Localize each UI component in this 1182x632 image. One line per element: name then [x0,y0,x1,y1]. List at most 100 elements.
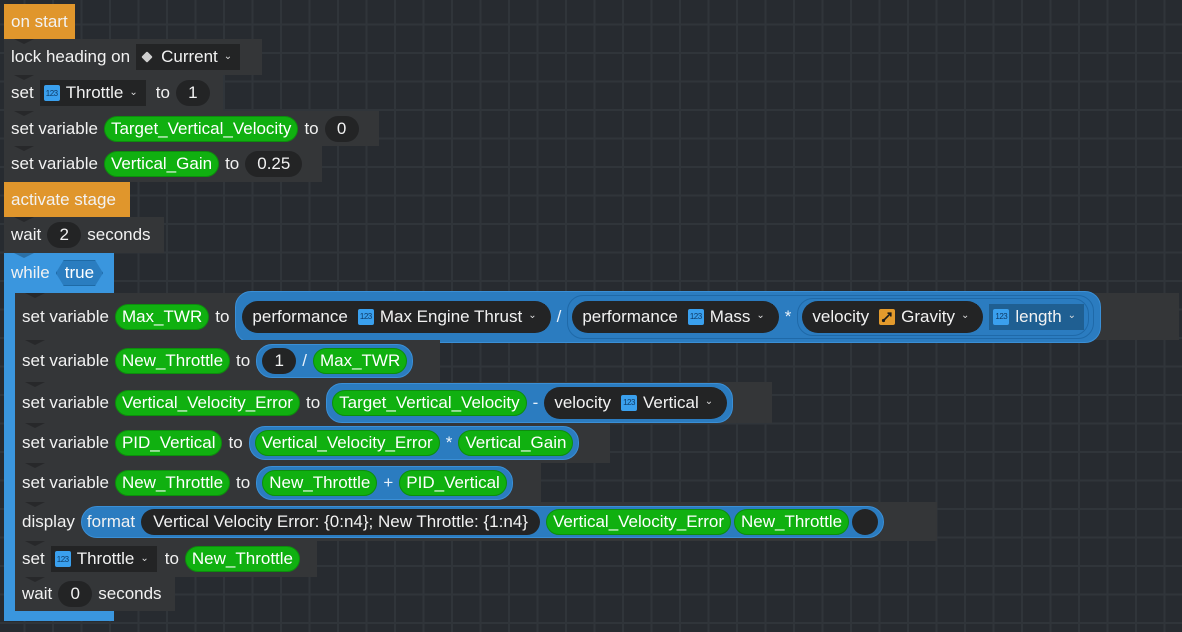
condition-true[interactable]: true [56,260,103,286]
variable-vertical-velocity-error[interactable]: Vertical_Velocity_Error [114,389,300,416]
variable-vertical-velocity-error[interactable]: Vertical_Velocity_Error [545,508,731,535]
wait-value-input[interactable]: 2 [47,222,82,248]
variable-new-throttle[interactable]: New_Throttle [114,469,231,496]
vector-arrow-icon [879,308,896,325]
throttle-dropdown[interactable]: 123 Throttle ⌄ [39,80,146,106]
display-block[interactable]: display format Vertical Velocity Error: … [15,502,937,541]
lock-heading-label: lock heading on [11,47,131,66]
add-expression[interactable]: New_Throttle + PID_Vertical [256,465,513,500]
activate-stage-block[interactable]: activate stage [4,182,130,217]
divide-operator: / [556,306,562,326]
variable-max-twr[interactable]: Max_TWR [312,348,408,374]
sensor-label: performance [582,306,678,326]
variable-vertical-gain[interactable]: Vertical_Gain [458,430,574,456]
wait-label: wait [22,584,53,603]
while-block[interactable]: while true [4,253,114,293]
numerator-input[interactable]: 1 [262,348,297,374]
mass-dropdown[interactable]: 123 Mass ⌄ [683,303,773,330]
123-number-icon: 123 [687,308,704,325]
set-vertical-velocity-error-block[interactable]: set variable Vertical_Velocity_Error to … [15,382,772,423]
to-label: to [236,472,251,492]
format-string-input[interactable]: Vertical Velocity Error: {0:n4}; New Thr… [141,508,540,535]
wait-block[interactable]: wait 2 seconds [4,217,164,253]
wait-block[interactable]: wait 0 seconds [15,577,175,611]
set-vertical-gain-block[interactable]: set variable Vertical_Gain to 0.25 [4,146,322,182]
variable-new-throttle[interactable]: New_Throttle [262,469,378,496]
set-variable-label: set variable [11,118,98,138]
multiply-expression[interactable]: Vertical_Velocity_Error * Vertical_Gain [248,426,580,460]
performance-sensor[interactable]: performance 123 Max Engine Thrust ⌄ [242,300,551,333]
sensor-label: velocity [554,392,612,412]
heading-mode-dropdown[interactable]: Current ⌄ [136,44,241,70]
divide-expression[interactable]: 1 / Max_TWR [256,344,414,378]
throttle-dropdown[interactable]: 123 Throttle ⌄ [50,546,157,572]
variable-target-vertical-velocity[interactable]: Target_Vertical_Velocity [332,389,527,416]
chevron-down-icon: ⌄ [129,86,138,98]
vector-length-expression[interactable]: velocity Gravity ⌄ 123 length ⌄ [797,297,1090,336]
seconds-label: seconds [87,225,151,244]
to-label: to [236,351,251,370]
max-engine-thrust-dropdown[interactable]: 123 Max Engine Thrust ⌄ [353,303,545,330]
wait-value-input[interactable]: 0 [58,581,93,607]
format-expression[interactable]: format Vertical Velocity Error: {0:n4}; … [80,505,885,538]
variable-vertical-velocity-error[interactable]: Vertical_Velocity_Error [254,430,440,456]
value-input[interactable]: 0.25 [245,151,303,177]
multiply-operator: * [445,433,453,452]
divide-expression[interactable]: performance 123 Max Engine Thrust ⌄ / pe… [235,290,1102,343]
set-variable-label: set variable [22,392,109,412]
on-start-label: on start [11,11,68,31]
on-start-block[interactable]: on start [4,4,75,39]
123-number-icon: 123 [621,394,638,411]
123-number-icon: 123 [993,308,1010,325]
set-variable-label: set variable [11,154,98,173]
format-label: format [86,511,136,531]
velocity-sensor[interactable]: velocity Gravity ⌄ [802,300,984,333]
multiply-expression[interactable]: performance 123 Mass ⌄ * velocity Gravit… [567,294,1095,339]
set-variable-label: set variable [22,306,109,326]
throttle-property: Throttle [65,83,124,102]
variable-new-throttle[interactable]: New_Throttle [733,508,850,535]
property-value: Gravity [901,306,955,326]
123-number-icon: 123 [43,85,60,101]
set-label: set [22,549,45,568]
add-operator: + [383,472,394,492]
length-dropdown[interactable]: 123 length ⌄ [989,303,1085,330]
performance-sensor[interactable]: performance 123 Mass ⌄ [572,300,779,333]
to-label: to [225,154,240,173]
chevron-down-icon: ⌄ [1067,310,1077,321]
chevron-down-icon: ⌄ [140,552,149,564]
set-new-throttle-sum-block[interactable]: set variable New_Throttle to New_Throttl… [15,463,541,502]
vertical-dropdown[interactable]: 123 Vertical ⌄ [617,389,722,416]
property-value: Mass [709,306,751,326]
heading-mode-value: Current [161,47,218,66]
set-throttle-block[interactable]: set 123 Throttle ⌄ to 1 [4,75,223,111]
chevron-down-icon: ⌄ [223,50,233,62]
set-variable-label: set variable [22,351,109,370]
set-target-vertical-velocity-block[interactable]: set variable Target_Vertical_Velocity to… [4,111,379,146]
property-value: Vertical [643,392,699,412]
variable-pid-vertical[interactable]: PID_Vertical [114,430,223,456]
lock-heading-block[interactable]: lock heading on Current ⌄ [4,39,262,75]
throttle-value-input[interactable]: 1 [175,80,210,106]
variable-new-throttle[interactable]: New_Throttle [114,348,231,374]
gravity-dropdown[interactable]: Gravity ⌄ [875,303,978,330]
set-pid-vertical-block[interactable]: set variable PID_Vertical to Vertical_Ve… [15,423,610,463]
variable-target-vertical-velocity[interactable]: Target_Vertical_Velocity [103,115,299,142]
activate-stage-label: activate stage [11,189,116,209]
value-input[interactable]: 0 [324,115,359,142]
empty-argument-slot[interactable] [852,508,879,535]
multiply-operator: * [784,306,792,326]
set-max-twr-block[interactable]: set variable Max_TWR to performance 123 … [15,290,1179,343]
set-new-throttle-block[interactable]: set variable New_Throttle to 1 / Max_TWR [15,340,440,382]
display-label: display [22,511,75,531]
sensor-label: performance [252,306,348,326]
set-throttle-to-new-throttle-block[interactable]: set 123 Throttle ⌄ to New_Throttle [15,541,317,577]
velocity-sensor[interactable]: velocity 123 Vertical ⌄ [544,386,728,419]
variable-pid-vertical[interactable]: PID_Vertical [399,469,507,496]
123-number-icon: 123 [357,308,374,325]
variable-max-twr[interactable]: Max_TWR [114,303,210,330]
subtract-expression[interactable]: Target_Vertical_Velocity - velocity 123 … [326,382,734,423]
property-value: Max Engine Thrust [379,306,523,326]
variable-vertical-gain[interactable]: Vertical_Gain [103,151,220,177]
variable-new-throttle[interactable]: New_Throttle [184,546,301,572]
